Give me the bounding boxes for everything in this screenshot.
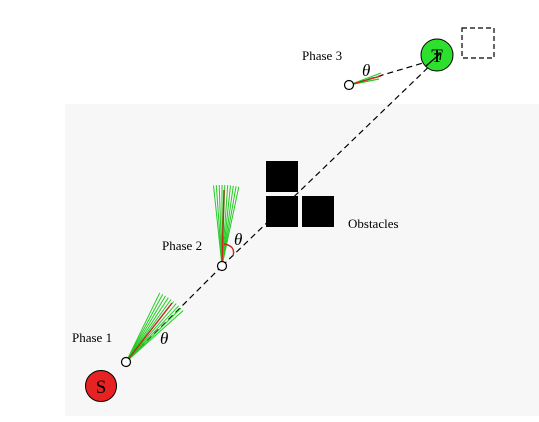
path-segment-2 bbox=[221, 55, 441, 267]
phase2-fan-ray bbox=[213, 185, 223, 267]
phase1-fan-ray bbox=[125, 292, 161, 363]
phase2-fan bbox=[213, 184, 240, 267]
phase1-fan-ray bbox=[125, 295, 166, 363]
phase1-theta-label: θ bbox=[160, 329, 168, 348]
background-panel bbox=[65, 104, 539, 416]
phase2-angle-arc bbox=[223, 243, 235, 257]
phase3-heading bbox=[348, 75, 382, 86]
phase2-theta-label: θ bbox=[234, 230, 242, 249]
start-node bbox=[85, 370, 117, 402]
phase1-fan-ray bbox=[125, 294, 164, 363]
obstacle-block-top bbox=[266, 161, 298, 192]
obstacles-label: Obstacles bbox=[348, 216, 399, 231]
phase1-waypoint bbox=[120, 356, 132, 368]
phase2-waypoint bbox=[216, 260, 228, 272]
phase1-label: Phase 1 bbox=[72, 330, 112, 345]
obstacles-group bbox=[266, 161, 334, 227]
target-arrow-head-icon bbox=[433, 52, 442, 61]
phase1-fan-ray bbox=[125, 307, 182, 363]
obstacle-block-bottom-right bbox=[302, 196, 334, 227]
phase1-fan-ray bbox=[125, 305, 179, 363]
start-node-letter: S bbox=[96, 377, 107, 398]
phase3-waypoint bbox=[343, 79, 355, 91]
target-arrow-shaft bbox=[425, 52, 442, 67]
phase2-heading bbox=[221, 189, 225, 267]
phase1-fan-ray bbox=[125, 310, 184, 363]
obstacle-block-bottom-left bbox=[266, 196, 298, 227]
phase1-heading bbox=[125, 302, 173, 363]
phase2-label: Phase 2 bbox=[162, 238, 202, 253]
phase1-fan-ray bbox=[125, 297, 169, 363]
phase3-theta-label: θ bbox=[362, 61, 370, 80]
target-ghost-box bbox=[461, 27, 495, 59]
phase3-label: Phase 3 bbox=[302, 48, 342, 63]
